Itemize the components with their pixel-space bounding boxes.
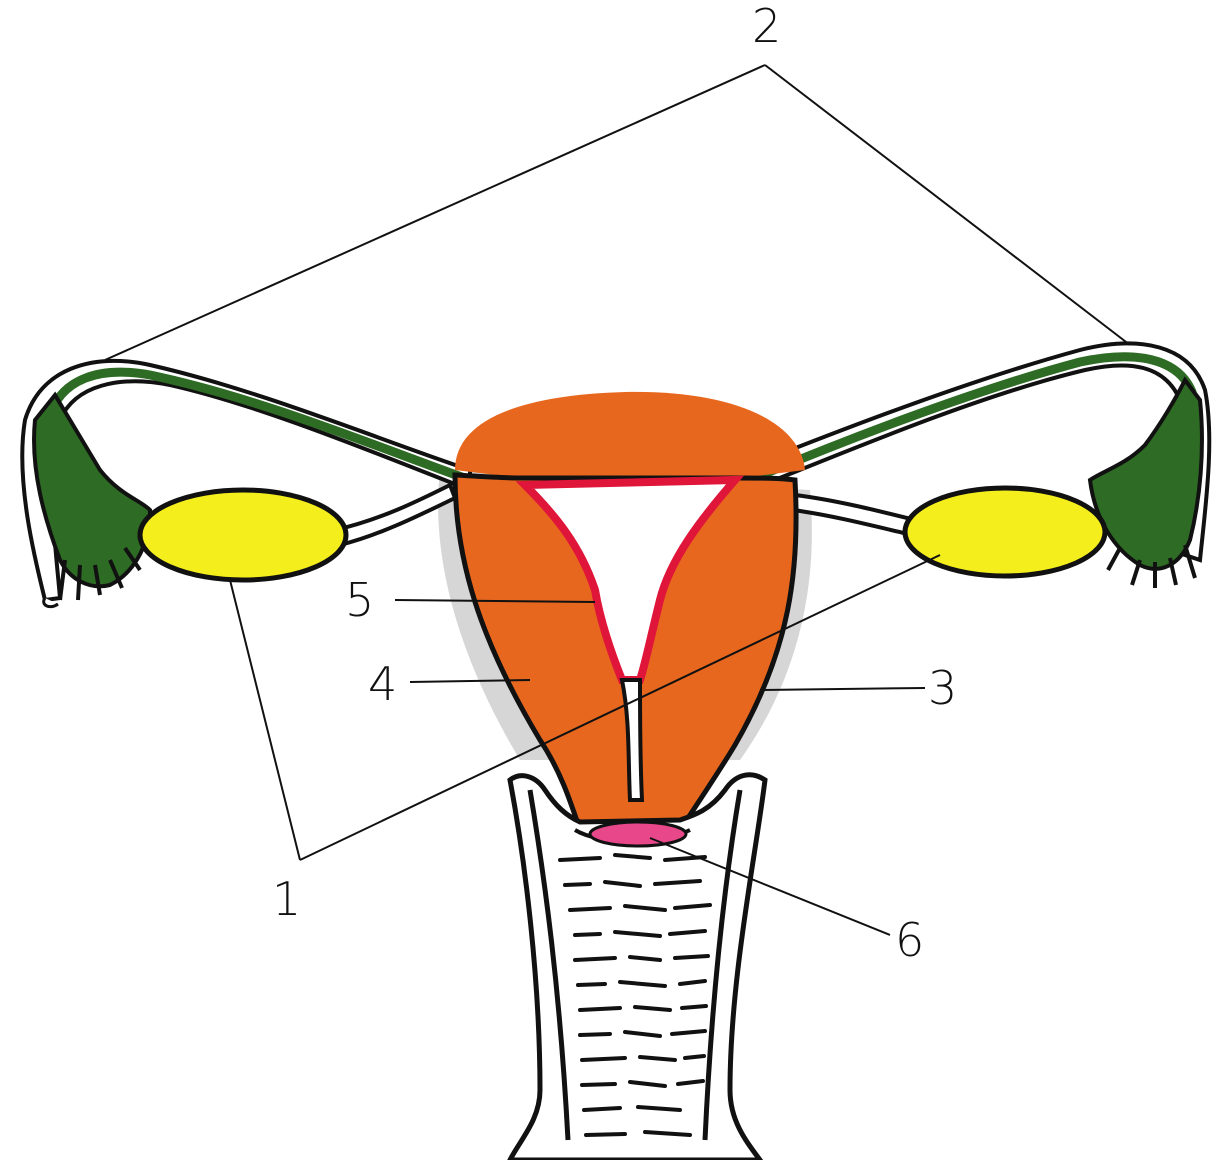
- right-fimbriae: [1090, 380, 1202, 569]
- label-5: 5: [345, 573, 374, 627]
- label-6: 6: [895, 913, 924, 967]
- left-ovary: [140, 490, 346, 580]
- label-1: 1: [272, 872, 301, 926]
- label-3: 3: [928, 661, 957, 715]
- uterus-fundus: [455, 392, 805, 478]
- cervix-external-os: [590, 822, 686, 846]
- label-2: 2: [752, 0, 781, 53]
- right-ovary: [905, 488, 1105, 576]
- label-4: 4: [368, 657, 397, 711]
- left-ovarian-ligament: [335, 485, 455, 545]
